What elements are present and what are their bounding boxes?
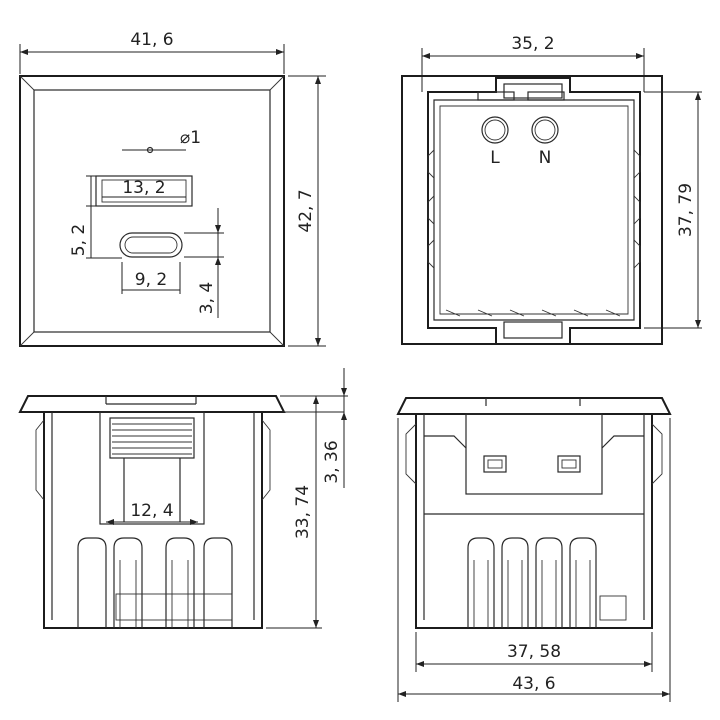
- side-fins: [77, 537, 233, 628]
- front-plate-outer: [19, 75, 285, 347]
- front-usb-slot: [95, 175, 193, 207]
- bottom-flange: [396, 397, 672, 415]
- bottom-view: 37, 58 43, 6: [396, 397, 672, 702]
- side-height-label: 33, 74: [293, 485, 313, 539]
- bottom-latch-left: [483, 455, 507, 473]
- bottom-inner-width-label: 37, 58: [507, 642, 561, 662]
- rear-housing: [427, 77, 641, 345]
- front-width-label: 41, 6: [130, 30, 173, 50]
- rear-pin-l: [481, 116, 509, 144]
- front-slot-width-label: 13, 2: [122, 178, 165, 198]
- side-inner-width-label: 12, 4: [130, 501, 173, 521]
- bottom-outer-width-label: 43, 6: [512, 674, 555, 694]
- bottom-body: [415, 414, 653, 629]
- side-view: 12, 4 33, 74 3, 36: [18, 368, 348, 629]
- rear-pin-label-l: L: [490, 148, 500, 168]
- front-view: 41, 6 42, 7 ⌀1 13, 2 5, 2: [19, 30, 326, 347]
- front-hole-label: ⌀1: [180, 128, 201, 148]
- rear-latches: [427, 149, 641, 317]
- side-body: [43, 412, 263, 629]
- rear-view: 35, 2 L N 37, 79: [401, 34, 702, 345]
- side-flange-label: 3, 36: [322, 440, 342, 483]
- rear-plate-outline: [401, 75, 663, 345]
- bottom-fins: [467, 537, 627, 628]
- front-oval-height-label: 3, 4: [197, 282, 217, 314]
- front-plate-inner: [33, 89, 271, 333]
- bottom-latch-right: [557, 455, 581, 473]
- front-spacing-label: 5, 2: [69, 224, 89, 256]
- front-oval-width-label: 9, 2: [135, 270, 167, 290]
- front-height-label: 42, 7: [296, 189, 316, 232]
- rear-pin-label-n: N: [539, 148, 552, 168]
- front-pin-hole: [146, 146, 154, 154]
- rear-height-label: 37, 79: [676, 183, 696, 237]
- rear-width-label: 35, 2: [511, 34, 554, 54]
- rear-pin-n: [531, 116, 559, 144]
- front-typec-port: [119, 232, 183, 258]
